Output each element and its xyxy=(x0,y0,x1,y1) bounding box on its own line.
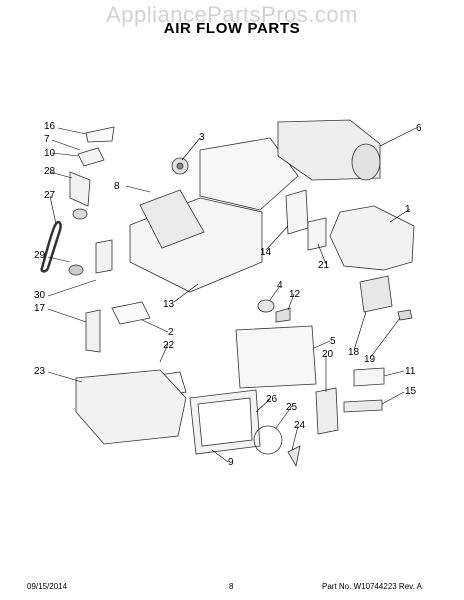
part-14-panel xyxy=(285,189,309,235)
part-11-label xyxy=(353,367,385,387)
part-12-shape xyxy=(275,307,291,323)
callout-18: 18 xyxy=(348,347,360,358)
part-1-duct xyxy=(329,205,415,271)
part-10-shape xyxy=(77,147,105,167)
callout-13: 13 xyxy=(163,299,175,310)
callout-14: 14 xyxy=(260,247,272,258)
part-29b-shape xyxy=(68,264,84,276)
part-29-shape xyxy=(72,208,88,220)
callout-12: 12 xyxy=(289,289,301,300)
callout-2: 2 xyxy=(168,327,174,338)
part-2-shape xyxy=(111,301,151,325)
watermark: AppliancePartsPros.com xyxy=(106,2,358,27)
callout-26: 26 xyxy=(266,394,278,405)
part-18-shape xyxy=(359,275,393,313)
callout-9: 9 xyxy=(228,457,234,468)
callout-23: 23 xyxy=(34,366,46,377)
part-21-panel xyxy=(307,217,327,251)
callout-20: 20 xyxy=(322,349,334,360)
part-25-ring xyxy=(253,425,283,455)
callout-25: 25 xyxy=(286,402,298,413)
callout-11: 11 xyxy=(405,366,416,377)
part-27-belt xyxy=(40,220,62,273)
part-23-housing xyxy=(75,369,187,445)
callout-15: 15 xyxy=(405,386,417,397)
part-17-shape xyxy=(85,309,101,353)
part-24-fan xyxy=(287,445,301,468)
part-19-shape xyxy=(397,309,413,321)
page-title: AIR FLOW PARTS xyxy=(163,20,301,37)
part-20-shape xyxy=(315,387,339,435)
part-5-plate xyxy=(235,325,317,389)
callout-16: 16 xyxy=(44,121,56,132)
callout-28: 28 xyxy=(44,166,56,177)
callout-19: 19 xyxy=(364,354,376,365)
callout-4: 4 xyxy=(277,280,283,291)
callout-30: 30 xyxy=(34,290,46,301)
callout-7: 7 xyxy=(44,134,50,145)
callout-8: 8 xyxy=(114,181,120,192)
callout-5: 5 xyxy=(330,336,336,347)
footer-date: 09/15/2014 xyxy=(27,582,68,591)
callout-27: 27 xyxy=(44,190,56,201)
callout-1: 1 xyxy=(405,204,411,215)
callout-6: 6 xyxy=(416,123,422,134)
part-4-shape xyxy=(257,299,275,313)
callout-10: 10 xyxy=(44,148,56,159)
part-28-shape xyxy=(69,171,91,207)
callout-22: 22 xyxy=(163,340,175,351)
part-16-shape xyxy=(85,126,115,143)
part-15-shape xyxy=(343,399,383,413)
callout-3: 3 xyxy=(199,132,205,143)
callout-29: 29 xyxy=(34,250,46,261)
callout-24: 24 xyxy=(294,420,306,431)
footer-part-number: Part No. W10744223 Rev. A xyxy=(322,582,422,591)
callout-17: 17 xyxy=(34,303,46,314)
part-30-shape xyxy=(95,239,113,274)
footer-page-number: 8 xyxy=(229,582,234,591)
callout-21: 21 xyxy=(318,260,330,271)
